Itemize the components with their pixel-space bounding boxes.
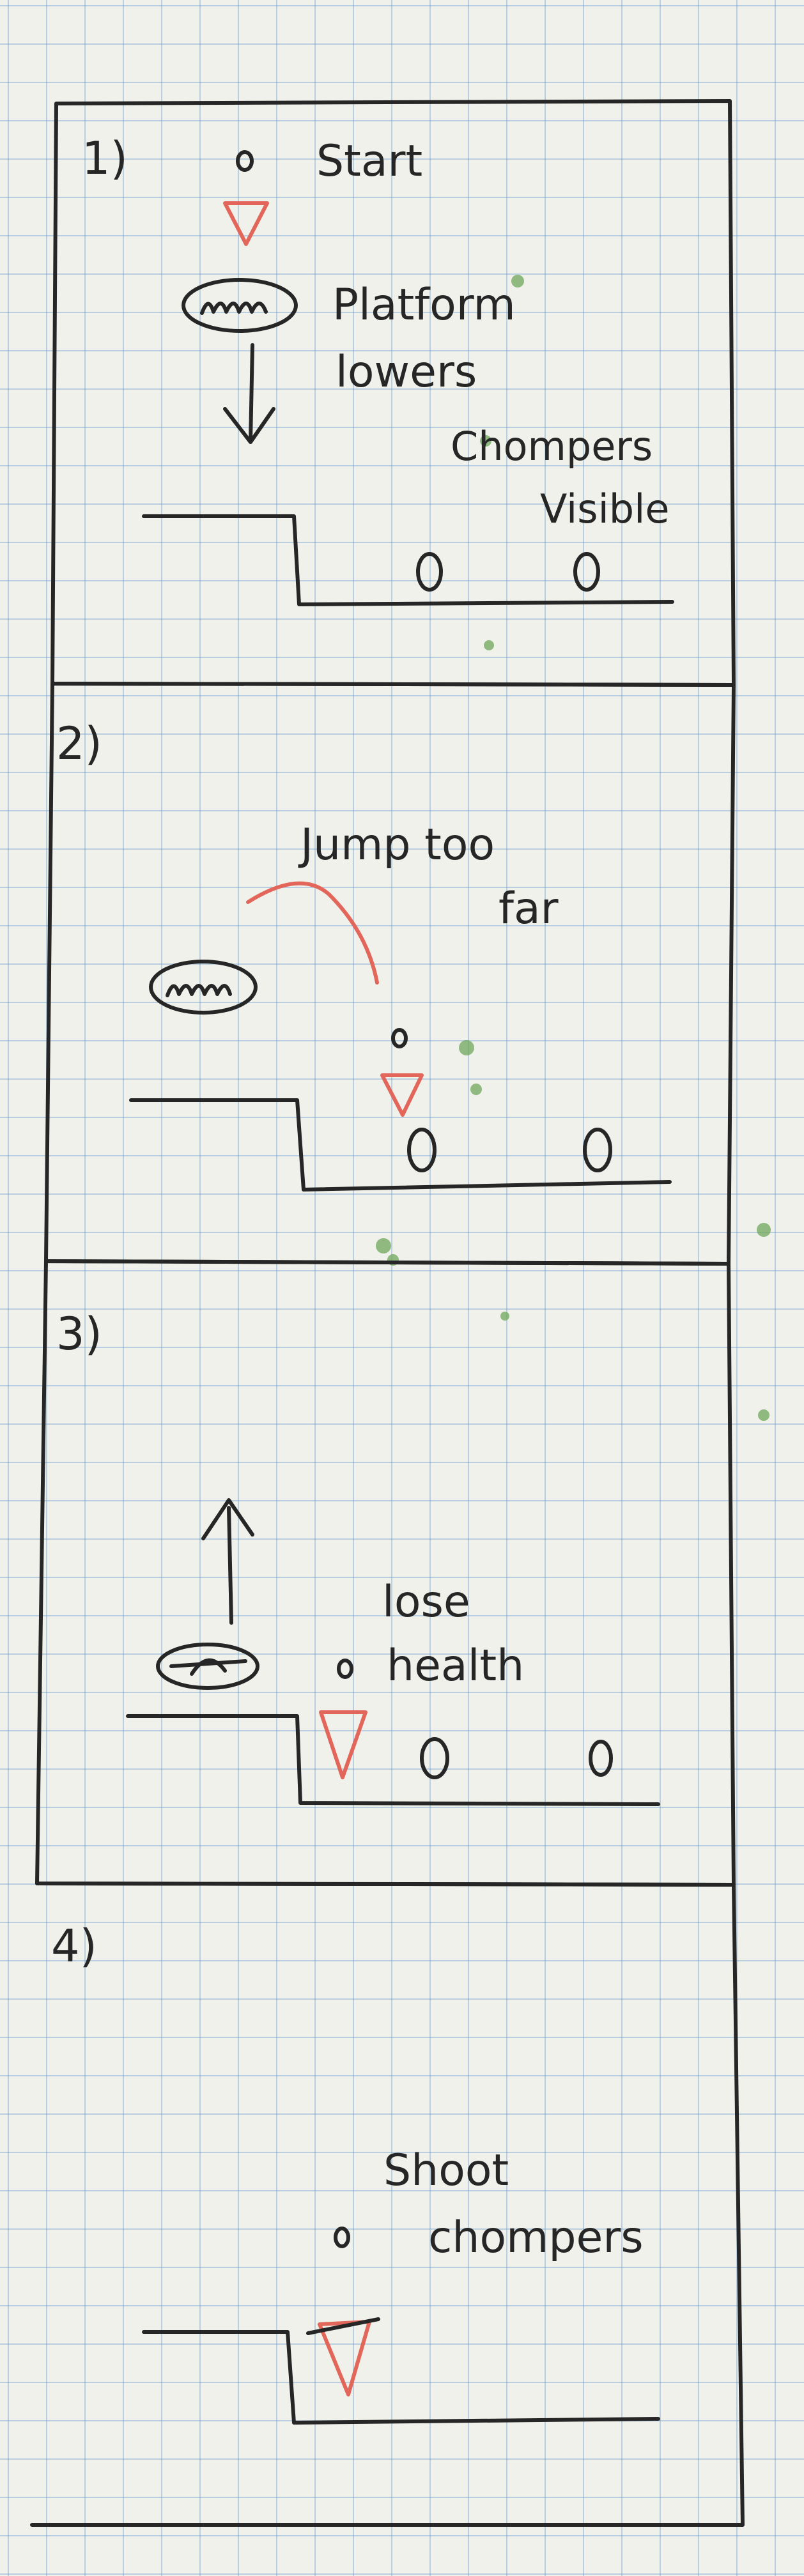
chomper-2 <box>583 1128 612 1172</box>
far-label: far <box>499 884 559 934</box>
panel-1: 1) Start Platform lowers Chompers Visibl… <box>50 99 736 687</box>
ground-step-terrain <box>142 514 674 606</box>
chomper-1 <box>407 1128 437 1172</box>
chomper-1 <box>420 1737 449 1779</box>
panel-2: 2) Jump too far <box>44 682 736 1266</box>
chomper-2 <box>589 1740 613 1777</box>
chompers-visible-label-line1: Chompers <box>451 423 653 470</box>
down-arrow-icon <box>223 343 275 444</box>
panel-number-2: 2) <box>56 717 102 770</box>
moving-platform-icon <box>182 278 298 333</box>
shot-line <box>306 2317 380 2335</box>
panel-3-frame <box>35 1259 736 1887</box>
chompers-visible-label-line2: Visible <box>540 486 670 532</box>
jump-trajectory <box>246 881 379 985</box>
player-spawn-marker <box>236 150 254 172</box>
jump-too-label: Jump too <box>298 820 495 870</box>
player-triangle <box>318 2320 371 2396</box>
player-triangle <box>223 201 269 246</box>
panel-4-frame <box>30 1882 745 2527</box>
player-triangle <box>380 1073 424 1117</box>
shoot-label: Shoot <box>383 2145 509 2196</box>
ground-step-terrain <box>129 1098 672 1192</box>
panel-4: 4) Shoot chompers <box>30 1882 745 2527</box>
moving-platform-icon <box>156 1643 259 1690</box>
start-label: Start <box>316 136 422 187</box>
player-head-marker <box>334 2227 350 2248</box>
chomper-2 <box>573 552 600 592</box>
platform-label: Platform <box>332 280 516 330</box>
player-triangle <box>319 1710 367 1779</box>
moving-platform-icon <box>149 960 258 1015</box>
health-label: health <box>387 1641 524 1691</box>
ground-step-terrain <box>142 2330 660 2425</box>
lose-label: lose <box>382 1577 470 1627</box>
panel-number-4: 4) <box>51 1920 97 1972</box>
player-head-marker <box>391 1028 408 1048</box>
panel-number-3: 3) <box>56 1308 102 1360</box>
lowers-label: lowers <box>336 347 477 397</box>
player-head-marker <box>337 1659 353 1679</box>
panel-2-frame <box>44 682 736 1266</box>
up-arrow-icon <box>201 1498 254 1625</box>
ground-step-terrain <box>126 1714 660 1806</box>
panel-number-1: 1) <box>82 132 128 185</box>
chompers-label: chompers <box>428 2212 644 2263</box>
panel-3: 3) lose health <box>35 1259 736 1887</box>
chomper-1 <box>416 552 443 592</box>
